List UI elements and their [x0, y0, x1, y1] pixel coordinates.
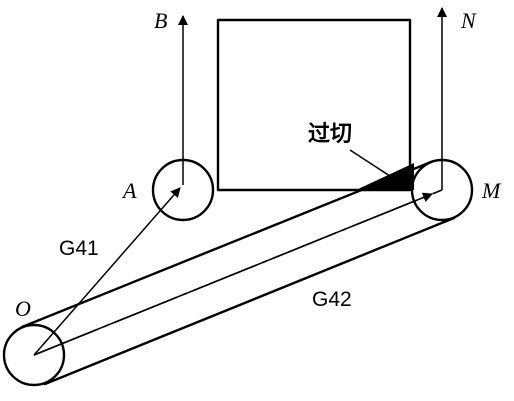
axis-b-label: B	[154, 8, 167, 33]
overcut-leader-line	[349, 149, 394, 179]
point-m-label: M	[481, 178, 502, 203]
workpiece-outline	[216, 18, 412, 192]
vector-o-to-m	[33, 192, 433, 356]
overcut-label: 过切	[308, 122, 352, 147]
lower-tool-path	[43, 216, 456, 386]
overcut-wedge	[356, 163, 414, 190]
g41-label: G41	[59, 237, 99, 260]
vector-o-to-a	[33, 187, 181, 356]
g42-label: G42	[312, 288, 352, 311]
axis-n-label: N	[460, 8, 477, 33]
point-a-label: A	[121, 178, 137, 203]
upper-tool-path	[20, 160, 433, 329]
tool-circle-m	[410, 158, 474, 222]
tool-circle-o	[2, 323, 66, 387]
point-o-label: O	[15, 296, 31, 321]
tool-circle-a	[151, 158, 215, 222]
